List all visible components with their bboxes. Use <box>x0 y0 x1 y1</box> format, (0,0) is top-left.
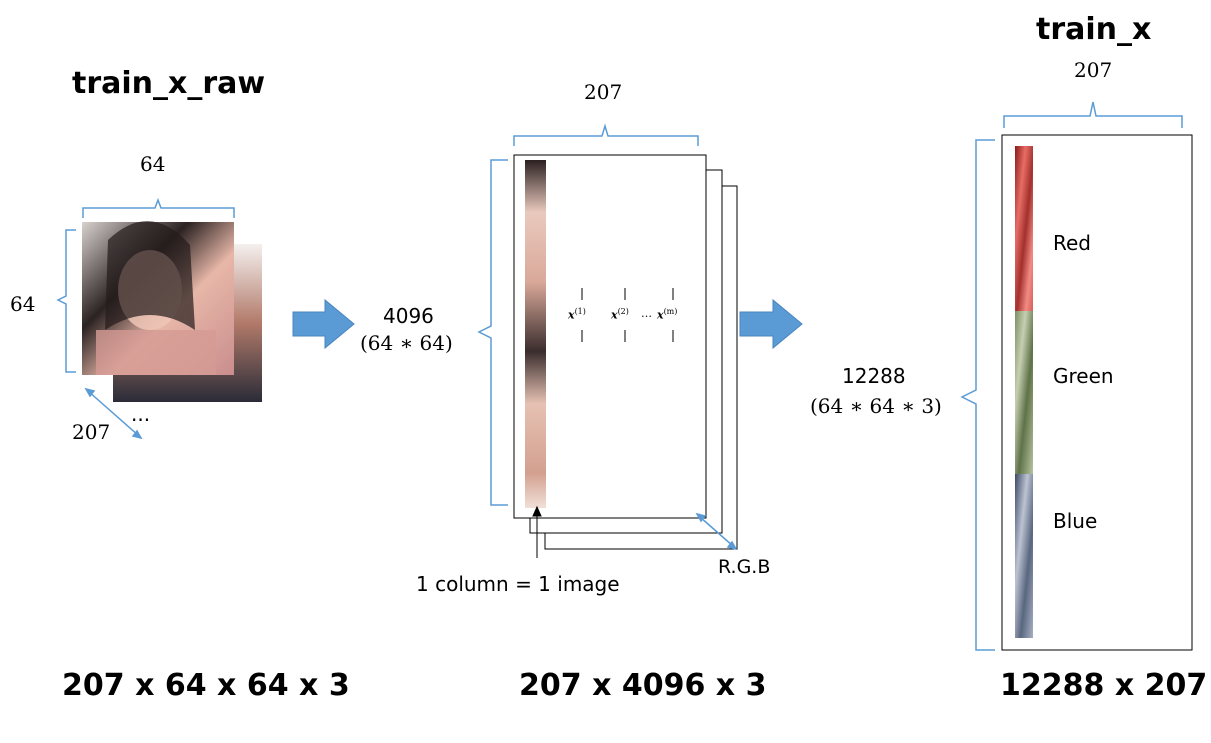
right-height-label: 12288 <box>842 364 906 388</box>
image-column-strip <box>525 160 546 508</box>
column-x1-label: x(1) <box>568 307 586 322</box>
bottom-dim-left: 207 x 64 x 64 x 3 <box>62 668 350 703</box>
red-channel-strip <box>1015 146 1033 311</box>
left-width-label: 64 <box>140 152 166 176</box>
channel-label-blue: Blue <box>1053 509 1098 533</box>
flow-arrow-2 <box>739 298 803 350</box>
green-channel-strip <box>1015 311 1033 474</box>
middle-height-label: 4096 <box>383 304 434 328</box>
right-width-brace <box>1003 101 1183 128</box>
train-x-raw-title: train_x_raw <box>72 66 266 101</box>
middle-height-expr: (64 ∗ 64) <box>360 331 453 355</box>
left-depth-label: 207 <box>72 420 111 444</box>
bottom-dim-middle: 207 x 4096 x 3 <box>519 668 767 703</box>
middle-width-brace <box>513 123 699 146</box>
middle-height-brace <box>477 159 508 506</box>
left-ellipsis: ... <box>131 402 151 426</box>
column-ellipsis: … <box>641 307 652 320</box>
middle-width-label: 207 <box>584 80 623 104</box>
train-x-matrix <box>1001 134 1193 651</box>
right-width-label: 207 <box>1074 58 1113 82</box>
column-note: 1 column = 1 image <box>416 572 620 596</box>
right-height-brace <box>960 139 995 651</box>
train-x-title: train_x <box>1036 12 1152 47</box>
column-xm-label: x(m) <box>657 307 678 322</box>
left-width-brace <box>82 197 235 218</box>
left-height-brace <box>56 229 76 373</box>
left-height-label: 64 <box>10 292 36 316</box>
channel-label-red: Red <box>1053 231 1091 255</box>
channel-label-green: Green <box>1053 364 1114 388</box>
column-x2-label: x(2) <box>611 307 629 322</box>
right-height-expr: (64 ∗ 64 ∗ 3) <box>810 394 942 418</box>
column-pointer-arrow <box>532 505 542 558</box>
rgb-depth-arrow <box>695 512 738 551</box>
column-vector-bars <box>581 288 674 342</box>
left-depth-arrow <box>84 387 143 440</box>
flow-arrow-1 <box>292 298 355 350</box>
blue-channel-strip <box>1015 474 1033 638</box>
bottom-dim-right: 12288 x 207 <box>1000 668 1208 703</box>
rgb-label: R.G.B <box>718 556 771 578</box>
